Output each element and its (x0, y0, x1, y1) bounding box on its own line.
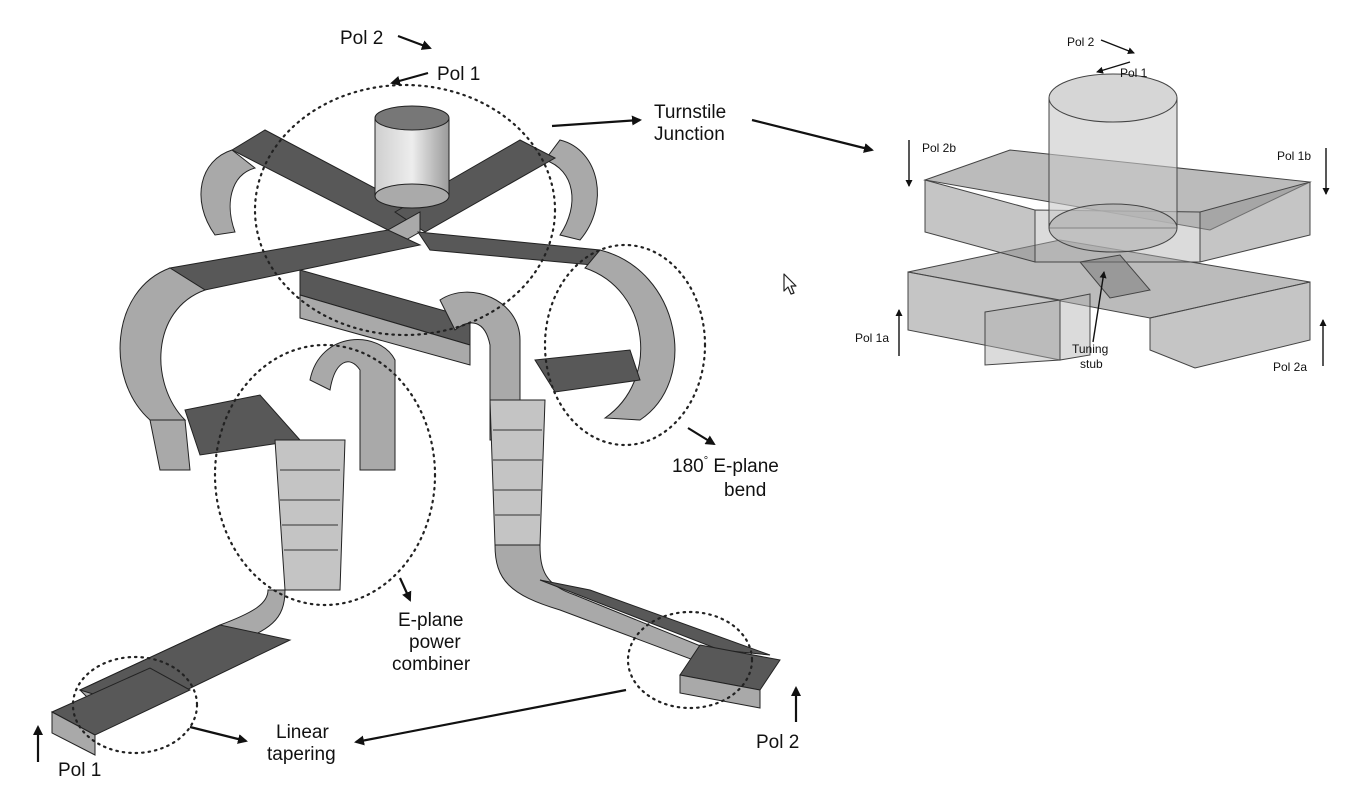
taper-circle-right (626, 610, 754, 710)
label-taper-2: tapering (267, 744, 336, 765)
combiner-center-loop (309, 339, 396, 471)
turnstile-to-detail-arrow (751, 118, 874, 153)
turnstile-junction-circle (253, 83, 557, 337)
cylinder-port (374, 105, 450, 209)
tuning-stub (1079, 254, 1151, 299)
detail-label-stub: stub (1080, 357, 1103, 371)
detail-label-pol1b: Pol 1b (1277, 149, 1311, 163)
taper-arrow-right (354, 688, 627, 746)
pol1-top-arrow (390, 71, 429, 86)
detail-label-pol2a: Pol 2a (1273, 360, 1307, 374)
pol2-top-arrow (397, 34, 432, 50)
label-pol2-top: Pol 2 (340, 28, 383, 49)
mouse-pointer-icon (783, 273, 797, 295)
label-combiner-1: E-plane (398, 610, 464, 631)
detail-label-pol1a: Pol 1a (855, 331, 889, 345)
taper-arrow-left (189, 725, 248, 744)
cross-arm-front-left (168, 229, 422, 291)
bend-loop-left (119, 267, 207, 421)
bend-loop-right (584, 249, 676, 421)
power-combiner-circle (213, 343, 437, 607)
label-turnstile-1: Turnstile (654, 102, 726, 123)
label-taper-1: Linear (276, 722, 329, 743)
detail-pol2-arrow (1100, 39, 1135, 55)
detail-label-pol2b: Pol 2b (922, 141, 956, 155)
label-turnstile-2: Junction (654, 124, 725, 145)
label-combiner-3: combiner (392, 654, 471, 675)
label-bend-1: 180° E-plane (672, 455, 779, 477)
e-plane-bend-circle (543, 243, 707, 447)
label-bend-2: bend (724, 480, 766, 501)
detail-label-pol1: Pol 1 (1120, 66, 1148, 80)
label-pol2-bottom: Pol 2 (756, 732, 799, 753)
label-combiner-2: power (409, 632, 461, 653)
combiner-arrow (398, 577, 412, 602)
taper-circle-left (71, 655, 199, 755)
omt-structure (50, 105, 781, 756)
label-pol1-bottom: Pol 1 (58, 760, 101, 781)
detail-label-tuning: Tuning (1072, 342, 1108, 356)
lower-arm-right (1149, 281, 1311, 369)
turnstile-arrow (551, 115, 642, 128)
turnstile-detail (907, 73, 1312, 369)
left-leg (50, 439, 346, 756)
right-leg (489, 399, 781, 709)
detail-label-pol2: Pol 2 (1067, 35, 1095, 49)
detail-pol1-arrow (1096, 61, 1131, 74)
label-pol1-top: Pol 1 (437, 64, 480, 85)
tuning-stub-arrow (1092, 271, 1107, 343)
bend-arrow (687, 427, 716, 446)
